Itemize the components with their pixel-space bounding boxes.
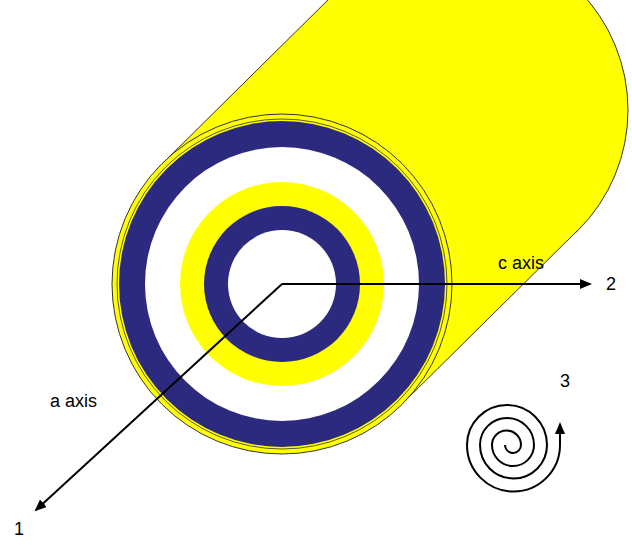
callout-number: 3 bbox=[560, 370, 570, 392]
callout-number: 1 bbox=[14, 518, 24, 540]
callout-number: 2 bbox=[606, 273, 616, 295]
axis-label: c axis bbox=[498, 252, 544, 274]
axis-label: a axis bbox=[50, 390, 97, 412]
